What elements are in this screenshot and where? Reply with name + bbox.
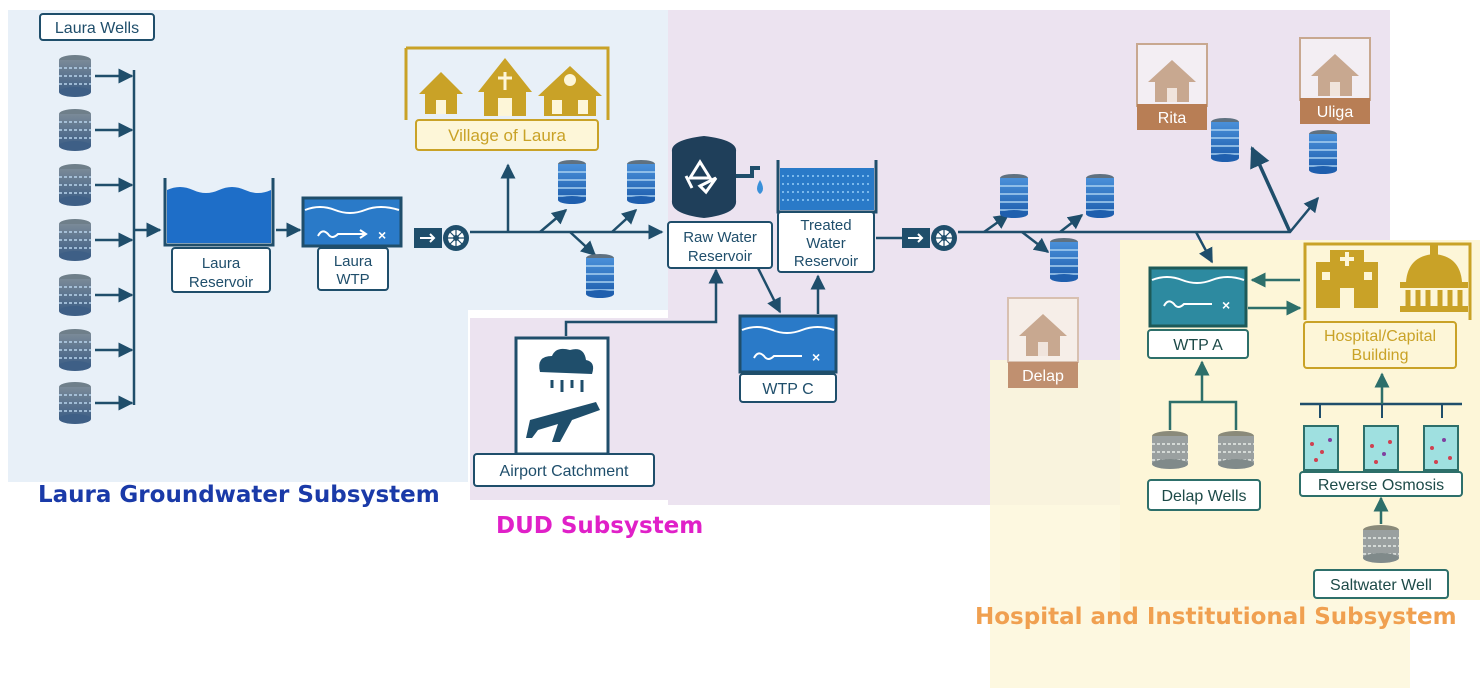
raw-water-label-1: Raw Water <box>683 229 757 246</box>
treated-label-1: Treated <box>800 217 851 234</box>
school-icon <box>538 66 602 116</box>
village-of-laura: Village of Laura <box>404 46 610 151</box>
well-icon <box>1362 524 1400 564</box>
ro-vessel-icon <box>1363 425 1399 471</box>
storage-tank-icon <box>999 173 1029 219</box>
laura-subsystem-title: Laura Groundwater Subsystem <box>38 482 440 508</box>
rita: Rita <box>1136 43 1208 130</box>
church-icon <box>478 58 532 116</box>
laura-wtp: × Laura WTP <box>301 196 403 291</box>
treated-water-reservoir: Treated Water Reservoir <box>776 160 878 273</box>
delap-wells-label: Delap Wells <box>1161 488 1246 505</box>
raw-water-reservoir: Raw Water Reservoir <box>667 136 773 269</box>
well-icon <box>58 218 92 262</box>
well-icon <box>1217 430 1255 470</box>
reverse-osmosis: Reverse Osmosis <box>1299 372 1463 497</box>
storage-tank-icon <box>585 253 615 299</box>
svg-text:×: × <box>1222 297 1230 313</box>
saltwater-well-label: Saltwater Well <box>1330 577 1432 594</box>
well-icon <box>1151 430 1189 470</box>
ro-vessel-icon <box>1423 425 1459 471</box>
storage-tank-icon <box>1308 129 1338 175</box>
ro-vessel-icon <box>1303 425 1339 471</box>
storage-tank-icon <box>626 159 656 205</box>
rita-label: Rita <box>1158 110 1187 127</box>
treated-label-2: Water <box>806 235 845 252</box>
delap-label: Delap <box>1022 368 1064 385</box>
airport-catchment: Airport Catchment <box>473 268 724 487</box>
well-icon <box>58 273 92 317</box>
hospital-subsystem-title: Hospital and Institutional Subsystem <box>975 604 1457 630</box>
wtp-a: × WTP A <box>1147 266 1249 359</box>
laura-reservoir: Laura Reservoir <box>163 178 275 293</box>
svg-text:×: × <box>812 349 820 365</box>
laura-wtp-label-1: Laura <box>334 253 373 270</box>
hospital-label-2: Building <box>1352 347 1409 364</box>
laura-wells-label: Laura Wells <box>55 20 139 37</box>
svg-text:×: × <box>378 227 386 243</box>
hospital-label-1: Hospital/Capital <box>1324 328 1436 345</box>
dud-subsystem-title: DUD Subsystem <box>496 513 703 539</box>
capitol-icon <box>1400 244 1468 312</box>
storage-tank-icon <box>1085 173 1115 219</box>
treated-label-3: Reservoir <box>794 253 858 270</box>
wtp-c-label: WTP C <box>762 381 813 398</box>
laura-reservoir-label-2: Reservoir <box>189 274 253 291</box>
hospital-icon <box>1316 250 1378 308</box>
storage-tank-icon <box>1210 117 1240 163</box>
hospital-capital-building: Hospital/Capital Building <box>1303 242 1472 369</box>
saltwater-well: Saltwater Well <box>1313 496 1449 599</box>
pump-icon <box>413 224 470 252</box>
pump-icon <box>901 224 958 252</box>
laura-reservoir-label-1: Laura <box>202 255 241 272</box>
storage-tank-icon <box>1049 237 1079 283</box>
uliga: Uliga <box>1299 37 1371 124</box>
well-icon <box>58 381 92 425</box>
wtp-a-label: WTP A <box>1173 337 1223 354</box>
well-icon <box>58 328 92 372</box>
laura-main-pipe <box>470 163 664 257</box>
village-of-laura-label: Village of Laura <box>448 126 566 145</box>
wtp-c: × WTP C <box>738 314 838 403</box>
well-icon <box>58 54 92 98</box>
storage-tank-icon <box>557 159 587 205</box>
delap: Delap <box>1007 297 1079 388</box>
raw-water-label-2: Reservoir <box>688 248 752 265</box>
uliga-label: Uliga <box>1317 104 1354 121</box>
airport-catchment-label: Airport Catchment <box>500 463 629 480</box>
laura-wtp-label-2: WTP <box>336 271 369 288</box>
well-icon <box>58 163 92 207</box>
delap-wells: Delap Wells <box>1147 362 1261 511</box>
reverse-osmosis-label: Reverse Osmosis <box>1318 477 1444 494</box>
wells-collector-lines <box>95 68 162 411</box>
well-icon <box>58 108 92 152</box>
